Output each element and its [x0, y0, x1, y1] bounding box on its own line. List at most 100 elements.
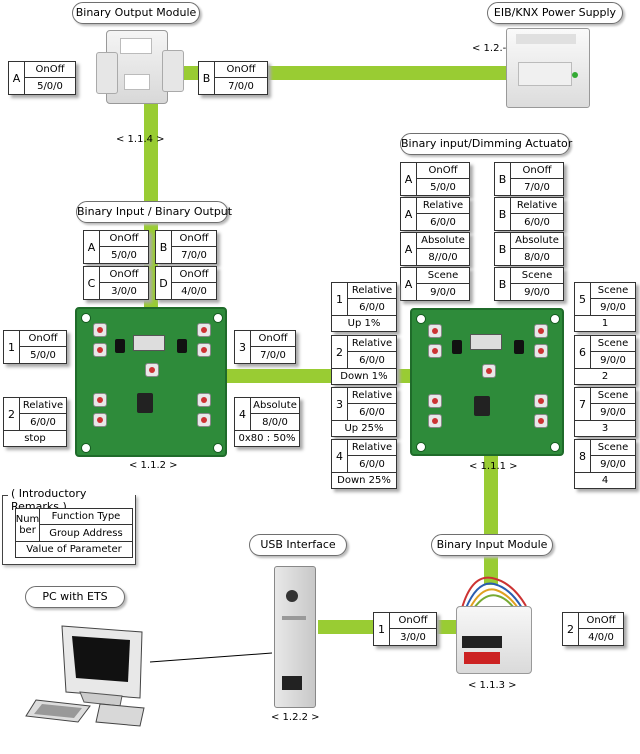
remarks-number-label: Num ber — [16, 509, 40, 541]
introductory-remarks: ( Introductory Remarks ) Num ber Functio… — [2, 487, 136, 565]
object-group-address: 6/0/0 — [359, 301, 385, 313]
object-label: A — [401, 268, 417, 300]
object-group-address: 7/0/0 — [524, 181, 550, 193]
object-function-type: OnOff — [172, 267, 216, 283]
object-function-type: Relative — [348, 440, 396, 456]
object-parameter-value: 1 — [575, 315, 635, 331]
object-parameter-value: 3 — [575, 420, 635, 436]
object-function-type: OnOff — [390, 613, 436, 629]
object-function-type: Relative — [348, 283, 396, 299]
power-supply-device — [506, 22, 594, 110]
object-group-address: 6/0/0 — [359, 458, 385, 470]
dimming-actuator-title: Binary input/Dimming Actuator — [400, 133, 572, 155]
object-label: A — [401, 163, 417, 195]
object-label: 3 — [332, 388, 348, 420]
object-function-type: Scene — [591, 388, 635, 404]
object-parameter-value: 4 — [575, 472, 635, 488]
object-group-address: 3/0/0 — [400, 631, 426, 643]
object-label: B — [495, 268, 511, 300]
object-function-type: Absolute — [251, 398, 299, 414]
object-label: 5 — [575, 283, 591, 315]
object-function-type: Absolute — [511, 233, 563, 249]
binary-input-output-board — [75, 307, 227, 457]
dimming-actuator-address: < 1.1.1 > — [469, 461, 518, 472]
object-label: D — [156, 267, 172, 299]
object-group-address: 7/0/0 — [260, 349, 286, 361]
object-group-address: 5/0/0 — [37, 80, 63, 92]
object-function-type: Relative — [348, 336, 396, 352]
object-label: B — [495, 198, 511, 230]
remarks-legend-table: Num ber Function Type Group Address Valu… — [15, 508, 133, 558]
object-function-type: OnOff — [215, 62, 267, 78]
power-supply-title: EIB/KNX Power Supply — [487, 2, 623, 24]
object-label: B — [495, 233, 511, 265]
object-label: B — [495, 163, 511, 195]
remarks-group-address: Group Address — [49, 527, 123, 539]
object-label: 4 — [332, 440, 348, 472]
object-group-address: 6/0/0 — [359, 354, 385, 366]
object-group-address: 9/0/0 — [600, 458, 626, 470]
object-label: 2 — [4, 398, 20, 430]
object-group-address: 8/0/0 — [524, 251, 550, 263]
object-label: 4 — [235, 398, 251, 430]
object-function-type: Scene — [511, 268, 563, 284]
binary-output-module-device — [96, 30, 184, 110]
object-group-address: 9/0/0 — [524, 286, 550, 298]
object-label: 8 — [575, 440, 591, 472]
object-function-type: OnOff — [172, 231, 216, 247]
object-function-type: OnOff — [251, 331, 295, 347]
object-label: 7 — [575, 388, 591, 420]
object-function-type: Scene — [591, 283, 635, 299]
object-group-address: 4/0/0 — [588, 631, 614, 643]
object-function-type: OnOff — [100, 267, 148, 283]
binary-input-module-address: < 1.1.3 > — [468, 680, 517, 691]
object-group-address: 7/0/0 — [228, 80, 254, 92]
object-label: 1 — [374, 613, 390, 645]
object-label: C — [84, 267, 100, 299]
object-function-type: Relative — [417, 198, 469, 214]
object-function-type: Relative — [511, 198, 563, 214]
power-supply-address: < 1.2.- > — [472, 43, 518, 54]
object-parameter-value: 0x80 : 50% — [235, 430, 299, 446]
object-parameter-value: Down 25% — [332, 472, 396, 488]
object-parameter-value: stop — [4, 430, 66, 446]
object-function-type: OnOff — [579, 613, 623, 629]
object-function-type: Relative — [20, 398, 66, 414]
object-function-type: OnOff — [511, 163, 563, 179]
object-group-address: 7/0/0 — [181, 249, 207, 261]
object-function-type: Scene — [417, 268, 469, 284]
object-group-address: 9/0/0 — [430, 286, 456, 298]
object-group-address: 5/0/0 — [111, 249, 137, 261]
object-label: A — [401, 198, 417, 230]
object-parameter-value: 2 — [575, 368, 635, 384]
object-group-address: 9/0/0 — [600, 406, 626, 418]
pc-with-ets-device — [22, 622, 152, 730]
object-label: 3 — [235, 331, 251, 363]
object-function-type: OnOff — [417, 163, 469, 179]
object-function-type: Scene — [591, 336, 635, 352]
binary-output-module-title: Binary Output Module — [72, 2, 200, 24]
remarks-function-type: Function Type — [40, 509, 132, 525]
object-label: A — [84, 231, 100, 263]
object-label: B — [199, 62, 215, 94]
